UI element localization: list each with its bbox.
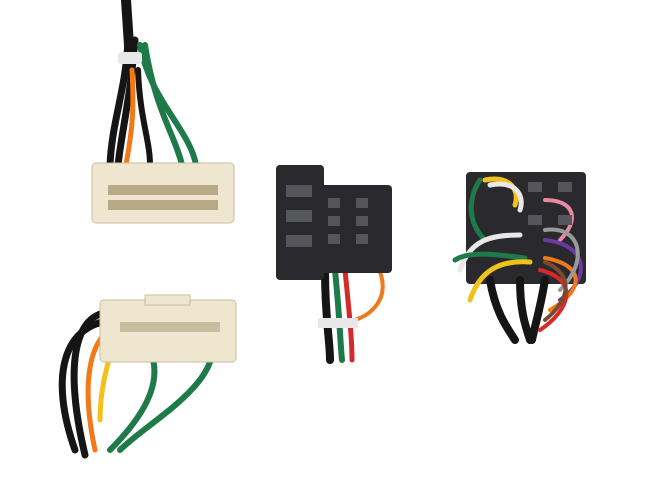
top-left-cream-connector bbox=[91, 0, 235, 224]
cable-tie bbox=[118, 52, 142, 64]
pin-row bbox=[120, 322, 220, 332]
bottom-left-cream-connector bbox=[58, 294, 237, 459]
middle-black-iso-connector bbox=[276, 165, 392, 364]
connector-latch bbox=[144, 294, 191, 306]
cable-tie bbox=[318, 318, 358, 328]
wire-bundle bbox=[452, 176, 583, 344]
connector-body-right bbox=[314, 185, 392, 273]
pin-cavities bbox=[528, 182, 572, 225]
right-black-iso-connector bbox=[452, 172, 586, 344]
pin-cavities bbox=[286, 185, 368, 247]
pin-cavities bbox=[108, 185, 218, 210]
